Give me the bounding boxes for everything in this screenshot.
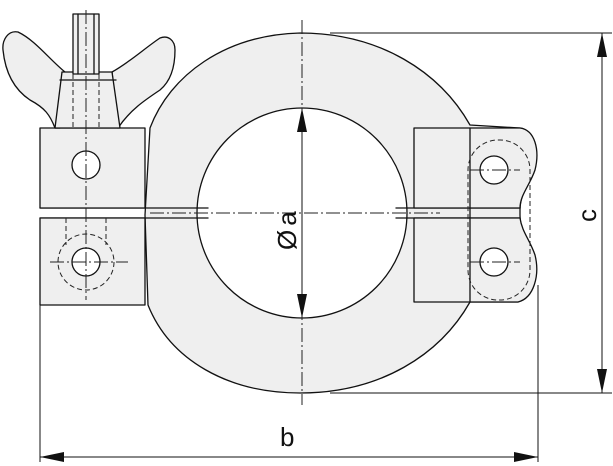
wing-nut [2, 31, 176, 129]
height-label: c [572, 209, 602, 222]
width-dimension [39, 285, 539, 462]
width-label: b [280, 422, 294, 452]
center-lines [50, 10, 520, 405]
right-hinge-block [413, 127, 538, 303]
diameter-dimension [297, 108, 307, 318]
hinge-link-hidden [467, 139, 531, 301]
diameter-label: Øa [272, 211, 302, 250]
height-dimension [330, 32, 612, 394]
